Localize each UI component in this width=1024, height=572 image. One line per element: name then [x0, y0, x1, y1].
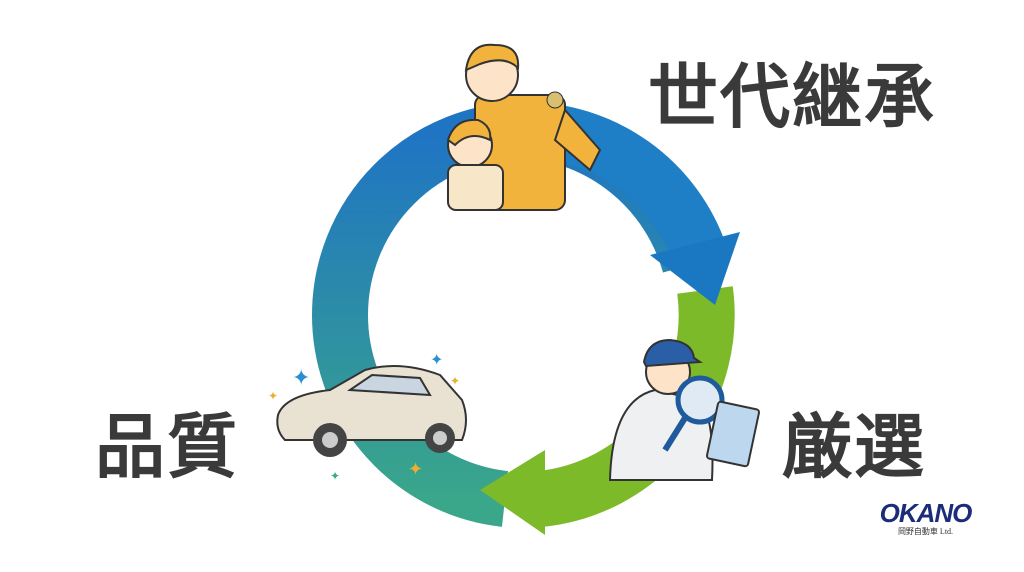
label-generation: 世代継承 [648, 56, 936, 138]
label-selection: 厳選 [782, 406, 926, 488]
sparkle-icon: ✦ [330, 469, 340, 483]
sparkle-icon: ✦ [450, 374, 460, 388]
sparkle-icon: ✦ [292, 366, 310, 391]
inspector-illustration [608, 338, 761, 481]
logo-subtitle: 岡野自動車 Ltd. [897, 527, 954, 536]
car-illustration: ✦ ✦ ✦ ✦ ✦ ✦ [268, 350, 467, 483]
logo-name: OKANO [879, 498, 973, 528]
company-logo: OKANO 岡野自動車 Ltd. [868, 500, 983, 537]
father-child-keys-illustration [446, 43, 602, 211]
arrowhead-right [650, 232, 740, 305]
sparkle-icon: ✦ [268, 389, 278, 403]
arrowhead-bottom [480, 450, 545, 535]
sparkle-icon: ✦ [430, 350, 443, 369]
sparkle-icon: ✦ [408, 459, 423, 480]
label-quality: 品質 [95, 406, 239, 488]
